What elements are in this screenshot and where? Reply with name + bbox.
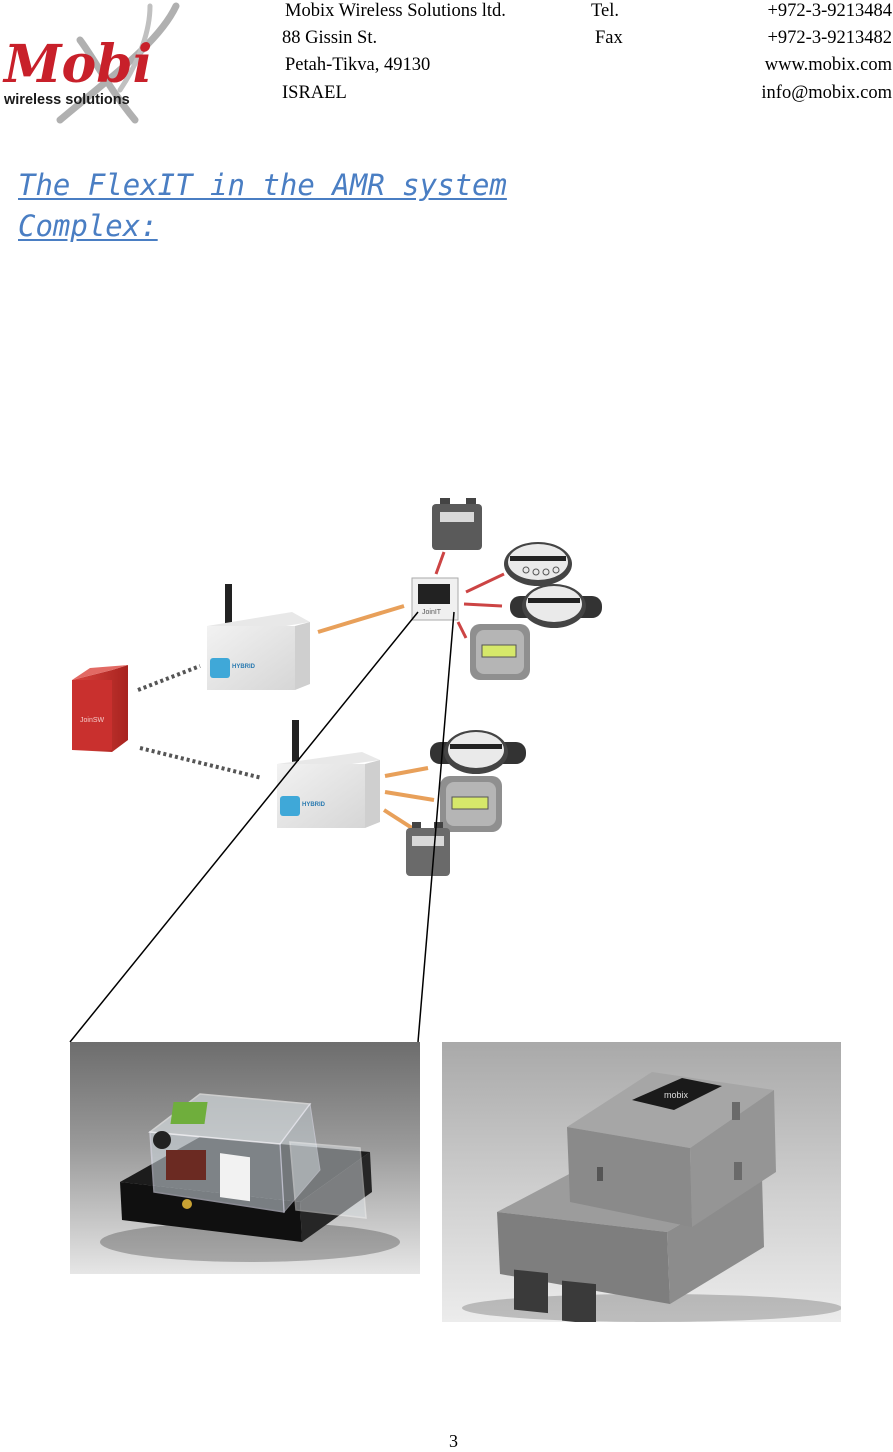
link-gateway-water2 bbox=[463, 602, 503, 608]
section-title-line1: The FlexIT in the AMR system bbox=[18, 168, 507, 202]
company-logo: Mobi wireless solutions bbox=[0, 0, 182, 128]
gas-meter-icon bbox=[432, 498, 482, 550]
section-title-line2: Complex: bbox=[18, 209, 158, 243]
logo-brand-text: Mobi bbox=[2, 34, 152, 95]
water-meter-icon bbox=[504, 542, 572, 586]
amr-system-diagram: JoinSW HYBRID HYBRID bbox=[0, 480, 893, 900]
concentrator-box-icon: HYBRID bbox=[207, 584, 310, 690]
address-city: Petah-Tikva, 49130 bbox=[285, 55, 431, 75]
tel-label: Tel. bbox=[591, 1, 619, 21]
electric-meter-icon bbox=[470, 624, 530, 680]
photo-grey-enclosure: mobix bbox=[442, 1042, 841, 1322]
link-hub2-meter2 bbox=[384, 790, 435, 802]
water-meter-icon bbox=[430, 730, 526, 774]
photo-transparent-enclosure bbox=[70, 1042, 420, 1274]
server-label: JoinSW bbox=[80, 717, 105, 724]
link-server-hub2 bbox=[139, 746, 263, 780]
hub1-label: HYBRID bbox=[232, 664, 256, 670]
email-link[interactable]: info@mobix.com bbox=[761, 83, 892, 103]
link-hub1-gateway bbox=[317, 604, 405, 634]
page-number: 3 bbox=[449, 1431, 458, 1451]
company-name: Mobix Wireless Solutions ltd. bbox=[285, 1, 506, 21]
gas-meter-icon bbox=[406, 822, 450, 876]
water-meter-icon bbox=[510, 584, 602, 628]
fax-label: Fax bbox=[595, 28, 623, 48]
enclosure-illustration bbox=[100, 1093, 400, 1262]
website-link[interactable]: www.mobix.com bbox=[764, 55, 892, 75]
server-tower-icon: JoinSW bbox=[72, 665, 128, 752]
gateway-label: JoinIT bbox=[422, 609, 442, 616]
fax-value: +972-3-9213482 bbox=[767, 28, 892, 48]
link-gateway-electric bbox=[456, 621, 468, 639]
diagram-graphic: JoinSW HYBRID HYBRID bbox=[72, 498, 602, 876]
address-street: 88 Gissin St. bbox=[282, 28, 378, 48]
hub2-label: HYBRID bbox=[302, 802, 326, 808]
electric-meter-icon bbox=[440, 776, 502, 832]
logo-tagline: wireless solutions bbox=[3, 92, 130, 108]
link-gateway-gas bbox=[434, 551, 446, 575]
right-photo-logo: mobix bbox=[664, 1090, 689, 1100]
link-hub2-meter1 bbox=[384, 766, 429, 778]
grey-enclosure-illustration: mobix bbox=[462, 1072, 841, 1322]
address-country: ISRAEL bbox=[282, 83, 347, 103]
link-gateway-water1 bbox=[465, 572, 505, 594]
logo-graphic: Mobi wireless solutions bbox=[2, 2, 180, 124]
flexit-gateway-icon: JoinIT bbox=[411, 577, 459, 621]
link-hub2-meter3 bbox=[382, 808, 414, 830]
link-server-hub1 bbox=[137, 664, 201, 692]
concentrator-box-icon: HYBRID bbox=[277, 720, 380, 828]
tel-value: +972-3-9213484 bbox=[767, 1, 892, 21]
